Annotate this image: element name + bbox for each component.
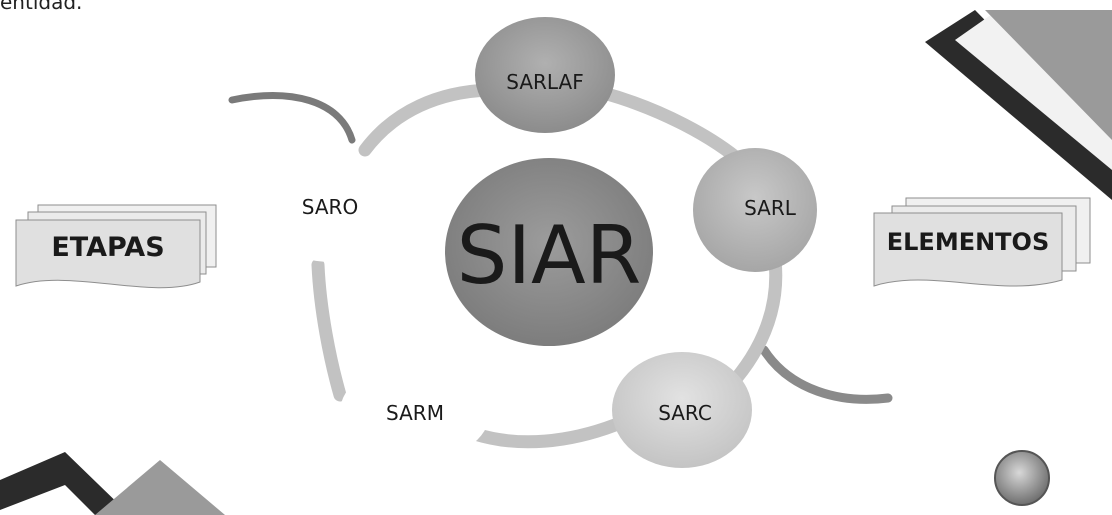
sarm-node (340, 362, 490, 462)
elementos-label: ELEMENTOS (887, 228, 1050, 256)
sarc-label: SARC (658, 401, 712, 425)
elementos-card: ELEMENTOS (873, 197, 1091, 287)
sarlaf-label: SARLAF (506, 70, 583, 94)
left-swoosh (228, 92, 356, 144)
saro-node (258, 150, 402, 262)
sarl-label: SARL (744, 196, 797, 220)
siar-center-label: SIAR (457, 209, 642, 302)
cropped-heading-text: entidad. (0, 0, 83, 14)
saro-label: SARO (302, 195, 358, 219)
top-right-decoration (925, 10, 1112, 200)
etapas-card: ETAPAS (15, 204, 217, 289)
right-swoosh (759, 345, 893, 404)
sarc-node (612, 352, 752, 468)
sarl-node (693, 148, 817, 272)
bottom-left-decoration (0, 452, 225, 515)
cycle-ring (311, 83, 783, 449)
siar-center-circle (445, 158, 653, 346)
grey-ball-icon (994, 450, 1050, 506)
sarm-label: SARM (386, 401, 444, 425)
etapas-label: ETAPAS (51, 232, 164, 263)
sarlaf-node (475, 17, 615, 133)
